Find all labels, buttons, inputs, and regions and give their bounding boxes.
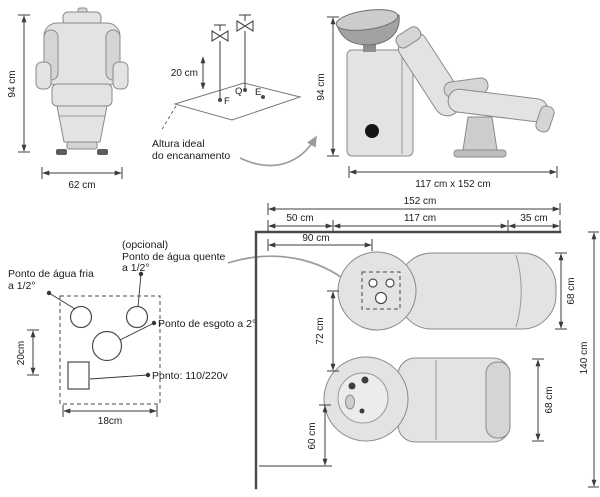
footbar: [66, 141, 98, 150]
chair-seat-legrest: [447, 88, 549, 123]
washing-chair-width-label: 68 cm: [566, 277, 577, 304]
styling-chair-top-view: [323, 356, 511, 443]
washing-chair-top-view: [337, 251, 557, 331]
cold-water-label-line2: a 1/2°: [8, 280, 36, 292]
chair-headrest: [395, 26, 422, 49]
arrow-to-floor-plan: [227, 255, 352, 286]
point-f-label: F: [224, 96, 230, 107]
washing-chair-body: [397, 252, 557, 330]
plan-points-offset-dimension: 90 cm: [267, 233, 373, 251]
cold-leader-line: [48, 292, 76, 310]
plumbing-caption-line2: do encanamento: [152, 150, 230, 162]
power-point: [67, 361, 90, 390]
styling-chair-width-dimension: 68 cm: [532, 358, 555, 442]
plan-total-depth-dimension: 140 cm: [579, 231, 599, 488]
cabinet: [346, 49, 414, 157]
chair-base-foot: [453, 149, 507, 158]
front-view: 94 cm 62 cm: [7, 7, 129, 191]
front-height-label: 94 cm: [7, 70, 18, 97]
bowl-rim: [335, 9, 399, 31]
drain-label: Ponto de esgoto a 2°: [158, 318, 256, 330]
foot-right: [97, 149, 108, 155]
installation-points: Ponto de água fria a 1/2° (opcional) Pon…: [8, 239, 352, 427]
plan-segment-right-label: 35 cm: [520, 213, 547, 224]
bowl-neck-rest: [345, 394, 355, 410]
faucet-dot-1: [348, 382, 356, 390]
arrow-to-side-view: [239, 135, 317, 167]
side-footprint-dimension: 117 cm x 152 cm: [348, 166, 558, 190]
point-e-label: E: [255, 87, 261, 98]
side-height-dimension: 94 cm: [316, 16, 339, 157]
cold-water-label-line1: Ponto de água fria: [8, 268, 94, 280]
hot-water-label-line2: a 1/2°: [122, 262, 150, 274]
point-e-dot: [261, 95, 265, 99]
front-width-label: 62 cm: [68, 180, 95, 191]
between-chairs-dimension: 72 cm: [315, 290, 339, 372]
armrest-left: [35, 61, 52, 90]
plan-hot-point: [385, 278, 395, 288]
floor-plane: [173, 82, 302, 121]
plan-cold-point: [368, 278, 378, 288]
point-q-label: Q: [235, 86, 242, 97]
pipe-height-label: 20 cm: [171, 68, 198, 79]
points-boundary-box: [59, 295, 161, 405]
points-height-label: 20cm: [16, 341, 27, 365]
side-footprint-label: 117 cm x 152 cm: [415, 179, 490, 190]
faucet-dot-3: [359, 408, 365, 414]
cabinet-hole: [365, 124, 379, 138]
hot-water-optional-label: (opcional): [122, 239, 168, 251]
plan-segment-left-label: 50 cm: [286, 213, 313, 224]
valve-hot-icon: [236, 14, 254, 32]
legrest: [56, 105, 108, 143]
front-height-dimension: 94 cm: [7, 14, 30, 153]
caption-pointer-dash: [160, 105, 177, 132]
between-chairs-label: 72 cm: [315, 317, 326, 344]
plumbing-caption-line1: Altura ideal: [152, 138, 205, 150]
power-leader-line: [89, 374, 149, 380]
plan-points-offset-label: 90 cm: [302, 233, 329, 244]
points-height-dimension: 20cm: [16, 329, 39, 376]
hot-leader-line: [137, 273, 142, 308]
washing-chair-seam: [515, 254, 522, 328]
floor-plan: 152 cm 50 cm 117 cm 35 cm 90 cm: [254, 196, 599, 490]
plan-total-depth-label: 140 cm: [579, 342, 590, 375]
drain-leader-line: [119, 322, 155, 341]
plan-total-width-dimension: 152 cm: [267, 196, 561, 215]
front-width-dimension: 62 cm: [41, 167, 123, 191]
chair-to-edge-label: 60 cm: [307, 422, 318, 449]
plan-segment-center-label: 117 cm: [404, 213, 436, 224]
point-q-dot: [243, 88, 247, 92]
side-height-label: 94 cm: [316, 73, 327, 100]
washing-chair-width-dimension: 68 cm: [555, 252, 577, 330]
plan-segments-dimension: 50 cm 117 cm 35 cm: [267, 213, 561, 232]
plumbing-sketch: F Q E 20 cm Altura ideal do encanamento: [152, 14, 317, 167]
chair-base-column: [462, 116, 498, 151]
points-width-label: 18cm: [98, 416, 122, 427]
chair-to-edge-dimension: 60 cm: [259, 404, 332, 467]
points-width-dimension: 18cm: [62, 405, 158, 427]
styling-chair-backrest: [485, 361, 511, 439]
armrest-right: [112, 61, 129, 90]
power-label: Ponto: 110/220v: [152, 370, 228, 382]
drain-point: [91, 330, 123, 362]
washing-bowl-circle: [337, 251, 417, 331]
hot-water-point: [125, 305, 149, 329]
valve-cold-icon: [211, 24, 229, 42]
points-location-box: [361, 271, 401, 310]
point-f-dot: [218, 98, 222, 102]
cold-water-point: [69, 305, 93, 329]
pipe-height-dimension: 20 cm: [171, 56, 206, 90]
plan-drain-point: [374, 291, 388, 305]
seat: [51, 83, 113, 107]
walls: [254, 230, 562, 490]
faucet-dot-2: [361, 376, 369, 384]
chair-footrest-flap: [535, 105, 555, 133]
hot-water-label-line1: Ponto de água quente: [122, 251, 226, 263]
plan-total-width-label: 152 cm: [404, 196, 437, 207]
styling-chair-width-label: 68 cm: [544, 386, 555, 413]
side-view: 94 cm 117 cm x 152 cm: [316, 9, 558, 190]
foot-left: [56, 149, 67, 155]
